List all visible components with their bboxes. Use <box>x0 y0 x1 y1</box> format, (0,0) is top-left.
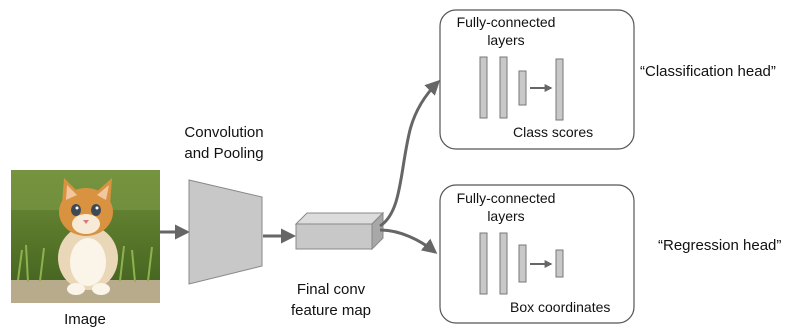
classification-fc-bars <box>479 56 564 121</box>
arrow-to-classification <box>379 79 441 228</box>
classification-fc-label-line2: layers <box>487 32 525 48</box>
classification-output-label: Class scores <box>513 124 594 140</box>
classification-fc-label-line1: Fully-connected <box>456 14 556 30</box>
image-label: Image <box>64 311 106 328</box>
feature-map-block <box>294 211 385 251</box>
regression-fc-label-line2: layers <box>487 208 525 224</box>
regression-fc-label-line1: Fully-connected <box>456 190 556 206</box>
feature-label-line1: Final conv <box>296 281 366 298</box>
regression-output-label: Box coordinates <box>510 299 611 315</box>
conv-label-line1: Convolution <box>184 124 264 141</box>
regression-fc-bars <box>479 232 564 295</box>
classification-head-label: “Classification head” <box>640 63 776 80</box>
conv-block <box>188 179 263 285</box>
regression-box <box>439 184 635 324</box>
regression-head-label: “Regression head” <box>658 237 782 254</box>
classification-box <box>439 9 635 150</box>
feature-label-line2: feature map <box>290 302 372 319</box>
arrow-to-regression <box>379 228 438 254</box>
kitten-image <box>11 170 160 303</box>
conv-label-line2: and Pooling <box>184 145 264 162</box>
